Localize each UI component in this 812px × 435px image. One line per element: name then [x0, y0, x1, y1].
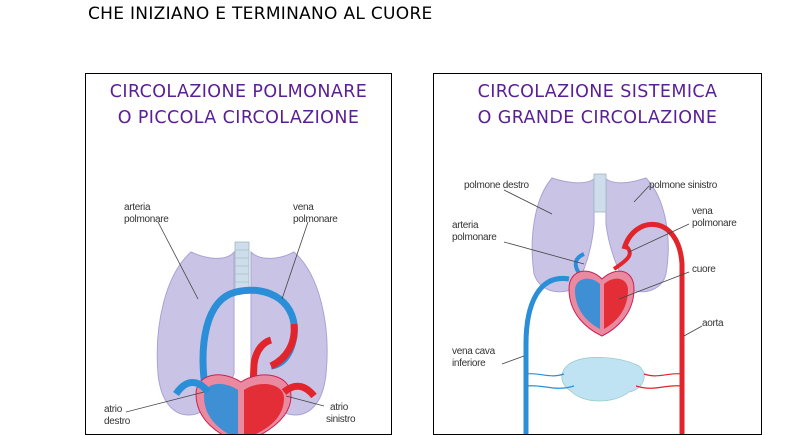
aorta-vessel [621, 222, 685, 434]
label-atrio-sinistro-2: sinistro [326, 414, 356, 425]
label-cuore: cuore [692, 264, 716, 275]
heart-right-side [575, 278, 600, 329]
trachea-shape [234, 241, 250, 293]
pulmonary-circulation-illustration: arteria polmonare vena polmonare atrio d… [104, 202, 356, 434]
pulmonary-title-line1: CIRCOLAZIONE POLMONARE [109, 82, 368, 102]
label-arteria-polmonare: polmonare [452, 232, 497, 243]
systemic-circulation-panel: CIRCOLAZIONE SISTEMICA O GRANDE CIRCOLAZ… [433, 73, 762, 435]
trachea-shape [593, 173, 607, 213]
label-vena-polmonare: polmonare [692, 218, 737, 229]
systemic-title-line1: CIRCOLAZIONE SISTEMICA [477, 82, 718, 102]
label-atrio-destro-2: destro [104, 416, 131, 427]
abdominal-organs-shape [561, 357, 645, 402]
label-vena: vena [293, 202, 314, 213]
label-arteria: arteria [124, 202, 151, 213]
label-vena-polmonare: polmonare [293, 214, 338, 225]
pulmonary-title-line2: O PICCOLA CIRCOLAZIONE [117, 108, 360, 128]
label-arteria-polmonare: polmonare [124, 214, 169, 225]
label-polmone-destro: polmone destro [464, 180, 529, 191]
heart-right-side [204, 383, 238, 434]
right-atrium-vessel [173, 379, 211, 397]
pulmonary-vein-vessel [269, 323, 298, 370]
systemic-title-line2: O GRANDE CIRCOLAZIONE [477, 108, 718, 128]
label-vena-cava-1: vena cava [452, 346, 496, 357]
header-text: CHE INIZIANO E TERMINANO AL CUORE [88, 4, 433, 24]
vena-cava-vessel [523, 275, 570, 434]
label-atrio-sinistro-1: atrio [330, 402, 349, 413]
label-atrio-destro-1: atrio [104, 404, 123, 415]
label-polmone-sinistro: polmone sinistro [649, 180, 718, 191]
heart-left-side [604, 278, 628, 329]
pulmonary-vein-lower [247, 336, 273, 434]
right-lung-shape [531, 177, 595, 293]
label-vena: vena [692, 206, 713, 217]
left-atrium-vessel [281, 382, 317, 399]
label-vena-cava-2: inferiore [452, 358, 486, 369]
heart-left-side [244, 384, 284, 434]
label-arteria: arteria [452, 220, 479, 231]
systemic-circulation-illustration: polmone destro polmone sinistro arteria … [452, 173, 738, 434]
pulmonary-vein-vessel [612, 244, 632, 271]
pulmonary-circulation-panel: CIRCOLAZIONE POLMONARE O PICCOLA CIRCOLA… [85, 73, 392, 435]
label-aorta: aorta [702, 318, 724, 329]
